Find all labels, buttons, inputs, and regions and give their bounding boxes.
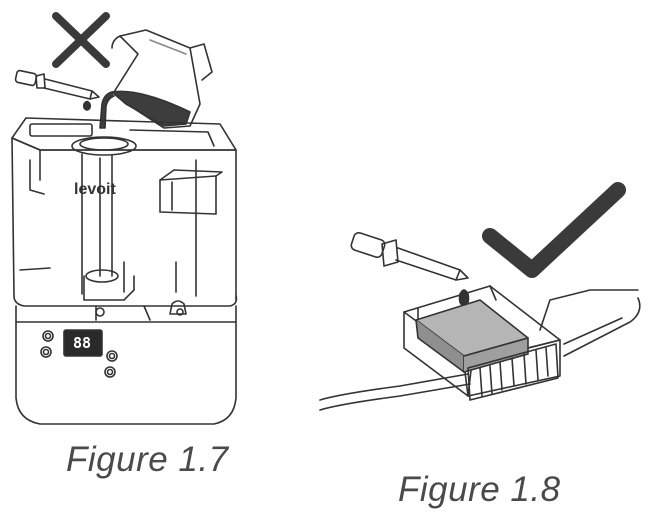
- checkmark-icon: [482, 182, 626, 278]
- humidifier-base: [13, 295, 238, 425]
- dropper-icon: [350, 231, 470, 307]
- brand-logo: levoit: [74, 181, 116, 198]
- figure-1-8: Figure 1.8: [300, 0, 668, 517]
- water-tank: [11, 137, 237, 301]
- unit-base-edge: [319, 289, 641, 411]
- dropper-icon: [14, 69, 100, 111]
- display-readout: 88: [73, 334, 91, 352]
- figure-caption: Figure 1.7: [66, 440, 229, 479]
- cross-icon: [52, 12, 110, 68]
- aroma-pad: [415, 299, 529, 373]
- figure-caption: Figure 1.8: [398, 470, 561, 509]
- aroma-tray-illustration: [319, 182, 641, 411]
- tray-grille: [467, 343, 559, 401]
- pitcher-icon: [99, 29, 213, 129]
- humidifier-lid: [11, 117, 237, 156]
- humidifier-illustration: levoit 88: [11, 12, 238, 425]
- control-display: [63, 329, 103, 357]
- figure-1-7: levoit 88 Figure 1.7: [0, 0, 250, 517]
